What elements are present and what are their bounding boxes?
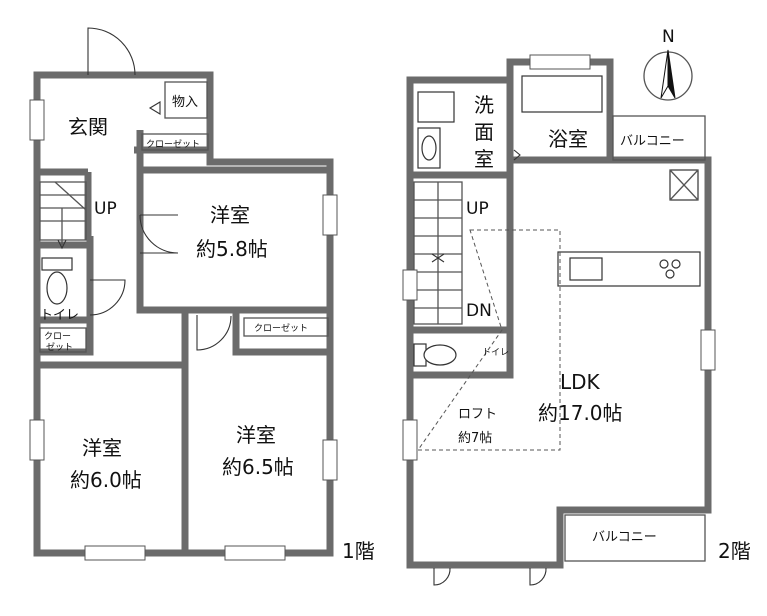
floor2-senmen-label-1: 洗 xyxy=(474,93,494,117)
floor2-balcony-top xyxy=(612,115,706,161)
floor1-genkan-wall xyxy=(37,130,210,176)
floor-1: 玄関 物入 クローゼット UP 洋室 約5.8帖 トイレ クロー ゼット クロー… xyxy=(29,27,375,563)
floor1-monoire-label: 物入 xyxy=(172,95,198,110)
floor2-toilet-fixture xyxy=(413,343,457,367)
floor1-up-label: UP xyxy=(94,199,117,219)
compass-south-arrow-icon xyxy=(660,49,669,99)
floor2-stairs xyxy=(413,181,463,325)
floor2-wash-basin xyxy=(417,91,455,169)
floor-2: 洗 面 室 浴室 バルコニー UP DN トイレ LDK 約17.0帖 ロフト … xyxy=(402,54,751,586)
floor2-stair-wall xyxy=(410,326,514,379)
floor1-room-b-size: 約6.0帖 xyxy=(70,468,142,492)
floor1-level-label: 1階 xyxy=(342,539,375,563)
floor2-ldk-name: LDK xyxy=(560,370,601,394)
floor2-bath-label: 浴室 xyxy=(548,127,588,151)
floor1-closet-small-label-2: ゼット xyxy=(46,341,73,353)
floor1-room-c-size: 約6.5帖 xyxy=(222,455,294,479)
floor1-hall-door xyxy=(196,315,232,351)
floor2-wash-wall xyxy=(410,80,610,330)
floor1-room-a-door xyxy=(139,214,179,254)
floor2-senmen-label-2: 面 xyxy=(474,120,494,144)
floor1-bottom-rooms-wall xyxy=(37,310,330,553)
floor1-stairs xyxy=(39,181,87,250)
floor1-toilet-fixture xyxy=(41,257,73,305)
floor1-toilet-door xyxy=(89,279,126,316)
floor1-closet-b-label: クローゼット xyxy=(254,322,308,334)
floor2-senmen-label-3: 室 xyxy=(474,147,494,171)
floor2-bathtub xyxy=(521,75,603,113)
floor2-balcony-top-label: バルコニー xyxy=(620,134,685,149)
floor1-room-a-size: 約5.8帖 xyxy=(196,237,268,261)
compass: N xyxy=(643,27,693,101)
floor1-closet-small-label-1: クロー xyxy=(44,331,71,342)
floor1-windows xyxy=(29,99,338,561)
floor2-loft-outline xyxy=(417,229,561,451)
floor2-bath-door xyxy=(513,149,521,161)
floor2-balcony-bottom xyxy=(564,514,706,562)
floor2-ldk-size: 約17.0帖 xyxy=(538,401,623,425)
floor1-left-column-wall xyxy=(37,172,94,356)
floor1-monoire-door xyxy=(148,101,161,115)
compass-north-label: N xyxy=(662,27,675,47)
floor1-closet-lines xyxy=(39,133,329,353)
floor2-level-label: 2階 xyxy=(718,539,751,563)
floor1-room-a-wall xyxy=(136,150,330,314)
floor2-up-label: UP xyxy=(466,199,489,219)
floor2-balcony-bottom-label: バルコニー xyxy=(592,530,657,545)
floor1-monoire-box xyxy=(164,81,208,119)
floor2-kitchen xyxy=(557,169,701,287)
floor1-entrance-door xyxy=(87,27,136,76)
floor1-room-b-name: 洋室 xyxy=(82,436,122,460)
floor2-dn-label: DN xyxy=(466,301,492,321)
floor1-room-c-name: 洋室 xyxy=(236,423,276,447)
floor2-loft-name: ロフト xyxy=(458,407,497,422)
floor1-closet-a-label: クローゼット xyxy=(146,138,200,150)
floor2-door-bottom-left xyxy=(433,567,451,586)
floor2-windows xyxy=(402,54,716,461)
floor2-loft-size: 約7帖 xyxy=(458,431,492,446)
floor2-toilet-label: トイレ xyxy=(482,348,509,358)
floor1-outer-wall xyxy=(33,71,334,557)
floor1-toilet-label: トイレ xyxy=(40,308,79,323)
floor1-room-a-name: 洋室 xyxy=(210,203,250,227)
floor2-door-bottom-right xyxy=(529,567,547,586)
floor1-genkan-label: 玄関 xyxy=(68,115,108,139)
compass-north-arrow-icon xyxy=(667,49,676,99)
floor2-outer-wall xyxy=(406,58,712,569)
